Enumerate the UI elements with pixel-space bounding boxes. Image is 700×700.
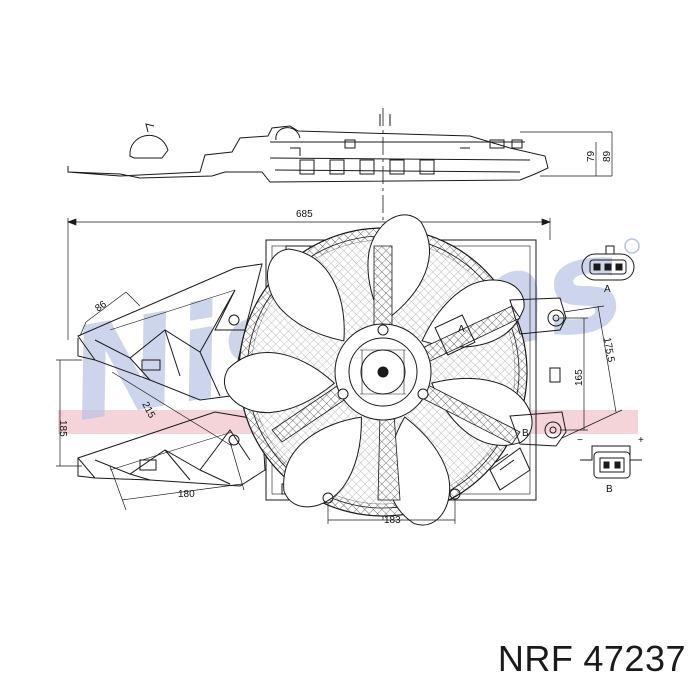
dimension-185: 185 [57, 420, 68, 437]
point-b-label: B [522, 428, 529, 439]
connector-a [581, 245, 635, 281]
right-dimensions [560, 305, 623, 439]
dimension-79: 79 [586, 150, 597, 162]
dimension-165: 165 [574, 369, 585, 386]
dimension-685: 685 [296, 209, 313, 220]
connector-b [580, 445, 642, 479]
point-a-label: A [458, 324, 465, 335]
left-brackets [77, 263, 266, 487]
motor-struts [271, 245, 521, 501]
right-mounts [322, 297, 567, 504]
bottom-dimension [327, 500, 456, 524]
dimension-89: 89 [602, 150, 613, 162]
side-view [67, 108, 613, 520]
plus-terminal-label: + [638, 435, 644, 446]
width-dimension [67, 218, 551, 340]
dimension-175-5: 175,5 [601, 337, 616, 364]
connector-a-label: A [604, 284, 611, 295]
dimension-183: 183 [384, 515, 401, 526]
left-dimensions [56, 291, 245, 511]
part-number: 47237 [583, 638, 686, 679]
minus-terminal-label: − [577, 435, 583, 446]
connector-b-label: B [606, 484, 613, 495]
motor-hub [334, 314, 476, 421]
dimension-180: 180 [178, 489, 195, 500]
brand-name: NRF [497, 638, 574, 679]
registered-mark-icon [624, 238, 640, 254]
